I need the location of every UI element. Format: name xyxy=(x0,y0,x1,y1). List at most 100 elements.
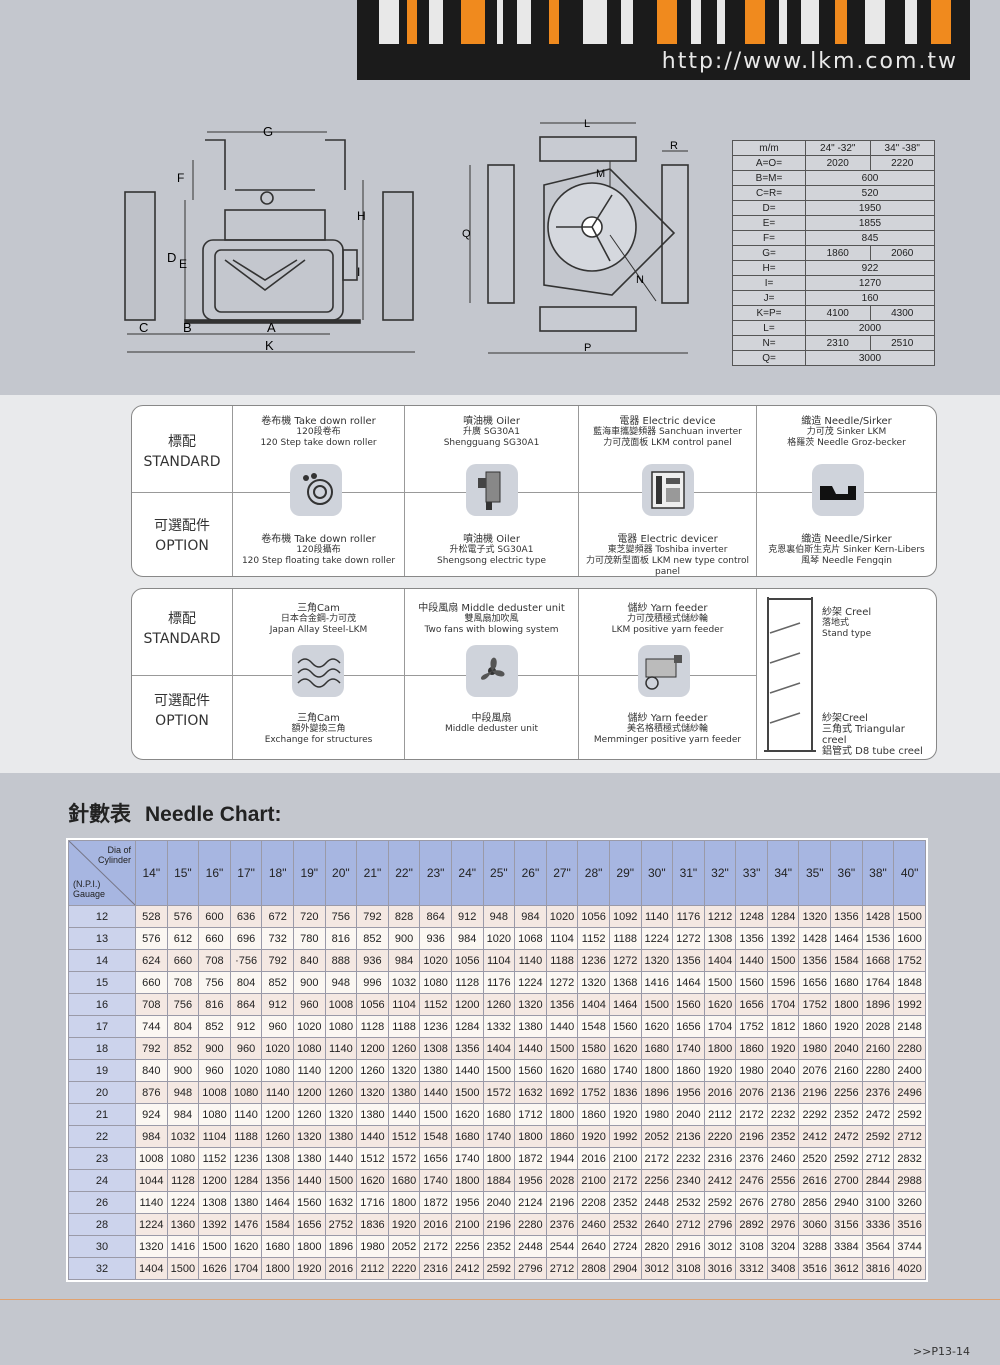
table-cell: 1512 xyxy=(387,1125,421,1148)
table-cell: 1284 xyxy=(450,1015,484,1038)
table-cell: 2220 xyxy=(703,1125,737,1148)
table-cell: 2592 xyxy=(893,1103,926,1126)
dim-row: F=845 xyxy=(732,230,935,246)
table-cell: 2592 xyxy=(482,1257,516,1280)
table-cell: 708 xyxy=(135,993,168,1016)
dim-row-label: A=O= xyxy=(732,155,806,171)
dim-label-G: G xyxy=(263,124,273,139)
table-cell: 2592 xyxy=(830,1147,863,1170)
table-cell: 1836 xyxy=(608,1081,642,1104)
table-cell: 1620 xyxy=(640,1015,674,1038)
table-cell: 2916 xyxy=(672,1235,705,1258)
opt-l2: Memminger positive yarn feeder xyxy=(593,735,742,745)
table-cell: 1500 xyxy=(324,1169,358,1192)
table-cell: 2376 xyxy=(545,1213,579,1236)
column-header: 17" xyxy=(229,840,263,906)
table-cell: 3108 xyxy=(735,1235,768,1258)
opt-l1: Middle deduster unit xyxy=(444,724,538,734)
table-cell: 2712 xyxy=(893,1125,926,1148)
column-header: 34" xyxy=(766,840,800,906)
table-cell: 1752 xyxy=(577,1081,610,1104)
table-cell: 840 xyxy=(292,949,326,972)
table-cell: 2496 xyxy=(893,1081,926,1104)
website-url[interactable]: http://www.lkm.com.tw xyxy=(661,49,958,74)
table-cell: 1044 xyxy=(135,1169,168,1192)
table-cell: 1716 xyxy=(356,1191,389,1214)
table-cell: 1712 xyxy=(514,1103,547,1126)
table-cell: 828 xyxy=(387,905,421,928)
opt-l2: 120 Step floating take down roller xyxy=(241,556,396,566)
opt-title: 噴油機 Oiler xyxy=(463,534,520,545)
table-cell: 2196 xyxy=(735,1125,768,1148)
dim-row-value: 600 xyxy=(805,170,935,186)
table-cell: 2520 xyxy=(798,1147,832,1170)
table-cell: 1440 xyxy=(324,1147,358,1170)
table-cell: 720 xyxy=(292,905,326,928)
table-cell: 2448 xyxy=(640,1191,674,1214)
std-l1: 力可茂積極式儲紗輪 xyxy=(626,614,708,624)
table-cell: 1440 xyxy=(356,1125,389,1148)
dim-row: B=M=600 xyxy=(732,170,935,186)
std-l2: LKM positive yarn feeder xyxy=(611,625,724,635)
table-cell: 1008 xyxy=(135,1147,168,1170)
table-cell: 2808 xyxy=(577,1257,610,1280)
dim-row-value: 1270 xyxy=(805,275,935,291)
table-cell: 2780 xyxy=(766,1191,800,1214)
dim-row: Q=3000 xyxy=(732,350,935,366)
table-cell: 1920 xyxy=(292,1257,326,1280)
column-header: 28" xyxy=(577,840,610,906)
std-title: 噴油機 Oiler xyxy=(463,416,520,427)
table-cell: 1500 xyxy=(198,1235,231,1258)
table-cell: 1272 xyxy=(608,949,642,972)
table-cell: 1800 xyxy=(292,1235,326,1258)
table-cell: 2112 xyxy=(703,1103,737,1126)
table-cell: 1920 xyxy=(387,1213,421,1236)
table-cell: 2412 xyxy=(798,1125,832,1148)
dim-row-label: B=M= xyxy=(732,170,806,186)
corner-dia-label: Dia of Cylinder xyxy=(97,845,131,865)
table-cell: 3816 xyxy=(861,1257,895,1280)
table-cell: 2352 xyxy=(608,1191,642,1214)
page-number: >>P13-14 xyxy=(912,1345,970,1358)
table-cell: 1092 xyxy=(608,905,642,928)
gauge-cell: 22 xyxy=(68,1125,136,1148)
table-cell: 924 xyxy=(135,1103,168,1126)
column-header: 30" xyxy=(640,840,674,906)
creel-option-cell: 紗架Creel 三角式 Triangular creel 鋁管式 D8 tube… xyxy=(822,713,923,757)
table-cell: 1320 xyxy=(798,905,832,928)
table-cell: 1212 xyxy=(703,905,737,928)
table-cell: 1140 xyxy=(229,1103,263,1126)
table-cell: 1656 xyxy=(419,1147,452,1170)
table-cell: 576 xyxy=(135,927,168,950)
table-cell: 1080 xyxy=(198,1103,231,1126)
table-cell: 1500 xyxy=(450,1081,484,1104)
table-cell: 1980 xyxy=(640,1103,674,1126)
table-cell: 900 xyxy=(166,1059,200,1082)
table-cell: 900 xyxy=(387,927,421,950)
table-cell: 1692 xyxy=(545,1081,579,1104)
table-cell: 2988 xyxy=(893,1169,926,1192)
dim-row: J=160 xyxy=(732,290,935,306)
table-cell: 3012 xyxy=(703,1235,737,1258)
table-cell: 1860 xyxy=(577,1103,610,1126)
table-cell: 1380 xyxy=(324,1125,358,1148)
table-cell: 2232 xyxy=(672,1147,705,1170)
table-cell: 1620 xyxy=(229,1235,263,1258)
column-header: 25" xyxy=(482,840,516,906)
table-cell: 1200 xyxy=(198,1169,231,1192)
dim-row: L=2000 xyxy=(732,320,935,336)
table-cell: 2040 xyxy=(766,1059,800,1082)
table-cell: 792 xyxy=(356,905,389,928)
table-cell: 1356 xyxy=(798,949,832,972)
table-cell: 708 xyxy=(166,971,200,994)
table-cell: 1560 xyxy=(608,1015,642,1038)
table-cell: 2796 xyxy=(703,1213,737,1236)
table-cell: 1464 xyxy=(608,993,642,1016)
gauge-cell: 30 xyxy=(68,1235,136,1258)
table-cell: 2844 xyxy=(861,1169,895,1192)
table-cell: 2136 xyxy=(766,1081,800,1104)
table-cell: 804 xyxy=(229,971,263,994)
dim-row: I=1270 xyxy=(732,275,935,291)
